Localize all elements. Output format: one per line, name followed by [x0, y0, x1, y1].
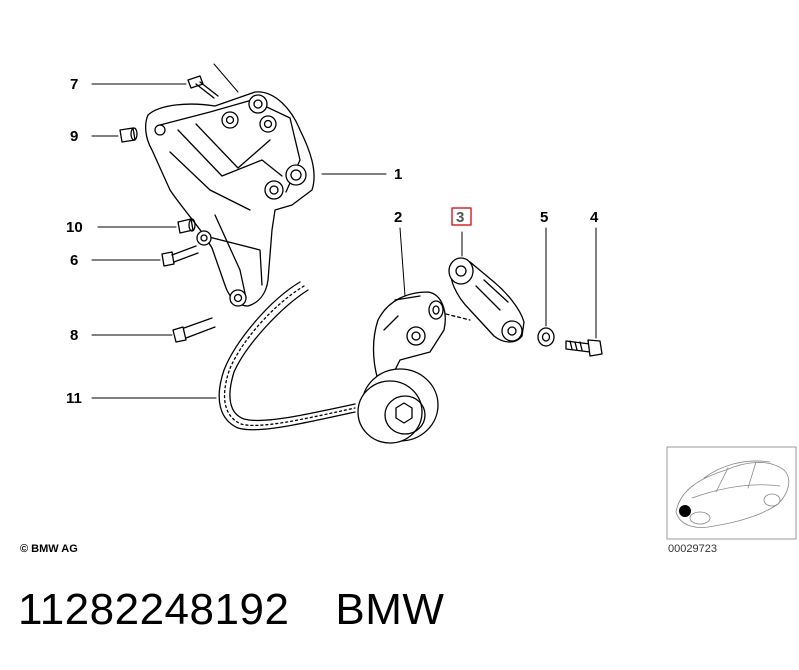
- callout-6: 6: [70, 252, 78, 269]
- sleeve-9: [119, 127, 138, 143]
- callout-4: 4: [590, 209, 599, 226]
- copyright-label: © BMW AG: [20, 543, 78, 555]
- vehicle-thumbnail-car: [675, 460, 790, 528]
- part-number: 11282248192: [18, 585, 290, 634]
- callout-8: 8: [70, 327, 78, 344]
- callout-3-highlight: [451, 207, 472, 226]
- bolt-8: [172, 317, 216, 343]
- brand-name: BMW: [335, 585, 445, 634]
- mounting-bracket: [145, 91, 315, 307]
- bolt-4: [565, 339, 603, 357]
- hydraulic-damper: [445, 257, 525, 343]
- location-marker-dot: [679, 505, 691, 517]
- leader-lines: [91, 63, 597, 399]
- tensioner-arm: [372, 291, 446, 381]
- callout-5: 5: [540, 209, 548, 226]
- callout-2: 2: [394, 209, 402, 226]
- callout-3: 3: [456, 209, 464, 226]
- tension-pulley: [357, 368, 439, 444]
- callout-10: 10: [66, 219, 83, 236]
- washer-5: [537, 327, 555, 347]
- thumbnail-image-id: 00029723: [668, 543, 717, 555]
- ribbed-v-belt: [218, 281, 356, 431]
- callout-9: 9: [70, 128, 78, 145]
- bolt-7: [187, 75, 219, 99]
- callout-11: 11: [66, 390, 82, 407]
- sleeve-10: [177, 218, 196, 234]
- part-caption: 11282248192 BMW: [18, 585, 444, 635]
- callout-1: 1: [394, 166, 402, 183]
- bolt-6: [161, 245, 199, 267]
- callout-7: 7: [70, 76, 78, 93]
- vehicle-thumbnail-frame: [666, 446, 797, 540]
